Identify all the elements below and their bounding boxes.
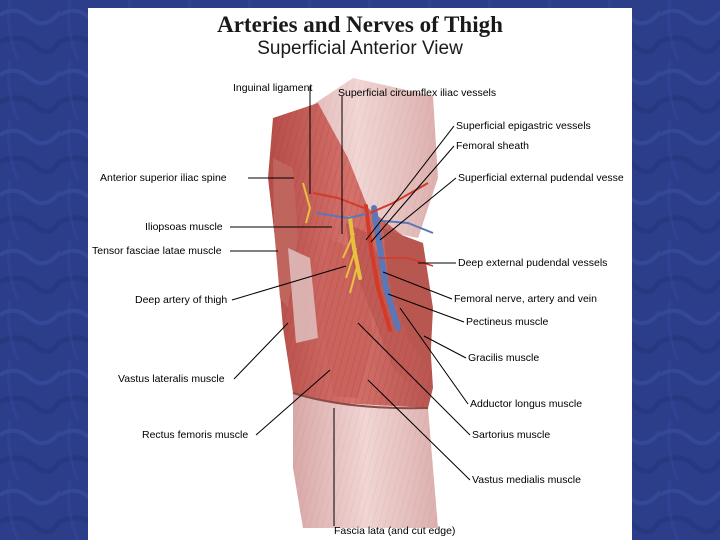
label-vastus-lateralis: Vastus lateralis muscle [118,373,225,385]
femoral-artery [364,204,392,332]
label-rectus-femoris: Rectus femoris muscle [142,429,249,441]
label-superficial-epigastric: Superficial epigastric vessels [456,120,591,132]
label-inguinal-ligament: Inguinal ligament [233,82,313,94]
pointer-lines [230,86,471,526]
label-superficial-circumflex-iliac: Superficial circumflex iliac vessels [338,87,497,99]
label-iliopsoas: Iliopsoas muscle [145,221,223,233]
femoral-vein [371,205,401,331]
label-fascia-lata: Fascia lata (and cut edge) [334,525,456,537]
label-deep-artery-thigh: Deep artery of thigh [135,294,228,306]
lateral-fascia-strip [288,248,318,343]
label-gracilis: Gracilis muscle [468,352,540,364]
label-anterior-superior-iliac-spine: Anterior superior iliac spine [100,172,227,184]
label-femoral-nerve-artery-vein: Femoral nerve, artery and vein [454,293,597,305]
diagram-panel: Arteries and Nerves of Thigh Superficial… [88,8,632,540]
label-deep-external-pudendal: Deep external pudendal vessels [458,257,608,269]
label-superficial-external-pudendal: Superficial external pudendal vesse [458,172,624,184]
femoral-nerve [348,216,362,280]
label-femoral-sheath: Femoral sheath [456,140,529,152]
label-adductor-longus: Adductor longus muscle [470,398,583,410]
page-title: Arteries and Nerves of Thigh [217,12,503,37]
label-tensor-fasciae-latae: Tensor fasciae latae muscle [92,245,222,257]
label-sartorius: Sartorius muscle [472,429,551,441]
label-pectineus: Pectineus muscle [466,316,549,328]
label-vastus-medialis: Vastus medialis muscle [472,474,581,486]
thigh-illustration [230,78,471,528]
page-subtitle: Superficial Anterior View [257,38,463,59]
